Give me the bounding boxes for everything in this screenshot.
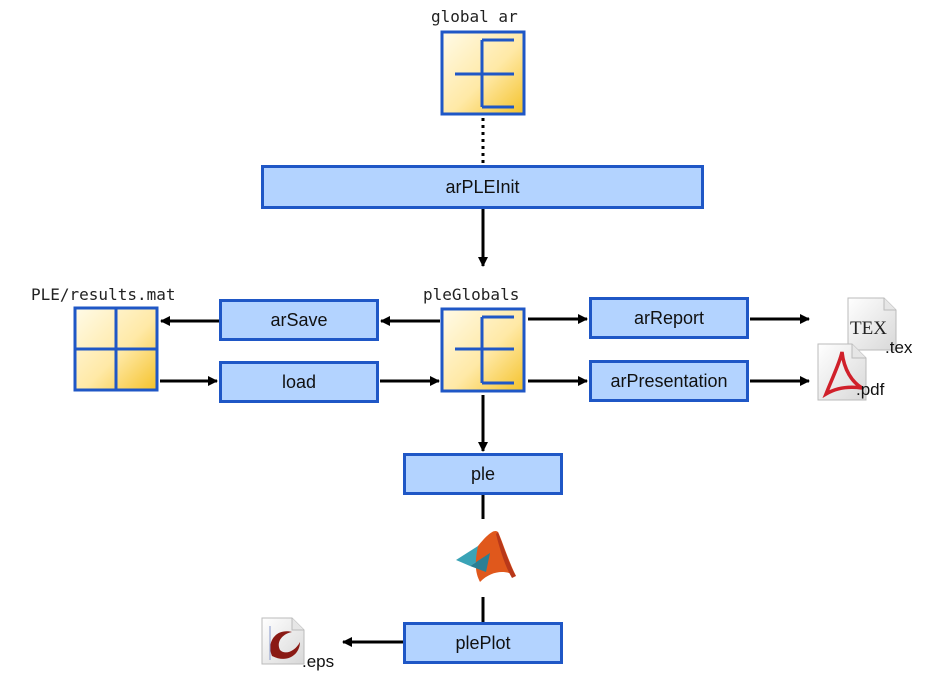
- struct-icon: [440, 30, 526, 116]
- eps-extension-label: .eps: [302, 652, 335, 671]
- arreport-node: arReport: [589, 297, 749, 339]
- eps-file-icon: [261, 617, 305, 665]
- tex-file-icon: TEX: [847, 297, 897, 351]
- pdf-extension-label: .pdf: [856, 380, 885, 399]
- global-ar-label: global ar: [431, 7, 518, 26]
- matlab-logo-icon: [456, 530, 516, 582]
- table-icon: [73, 306, 159, 392]
- ple-globals-label: pleGlobals: [423, 285, 520, 304]
- ple-node: ple: [403, 453, 563, 495]
- tex-logo: TEX: [850, 318, 887, 339]
- results-file-label: PLE/results.mat: [31, 285, 176, 304]
- arsave-node: arSave: [219, 299, 379, 341]
- tex-extension-label: .tex: [885, 338, 913, 357]
- struct-icon: [440, 307, 526, 393]
- pleplot-node: plePlot: [403, 622, 563, 664]
- arpleinit-node: arPLEInit: [261, 165, 704, 209]
- load-node: load: [219, 361, 379, 403]
- arpresentation-node: arPresentation: [589, 360, 749, 402]
- pdf-file-icon: [817, 343, 867, 401]
